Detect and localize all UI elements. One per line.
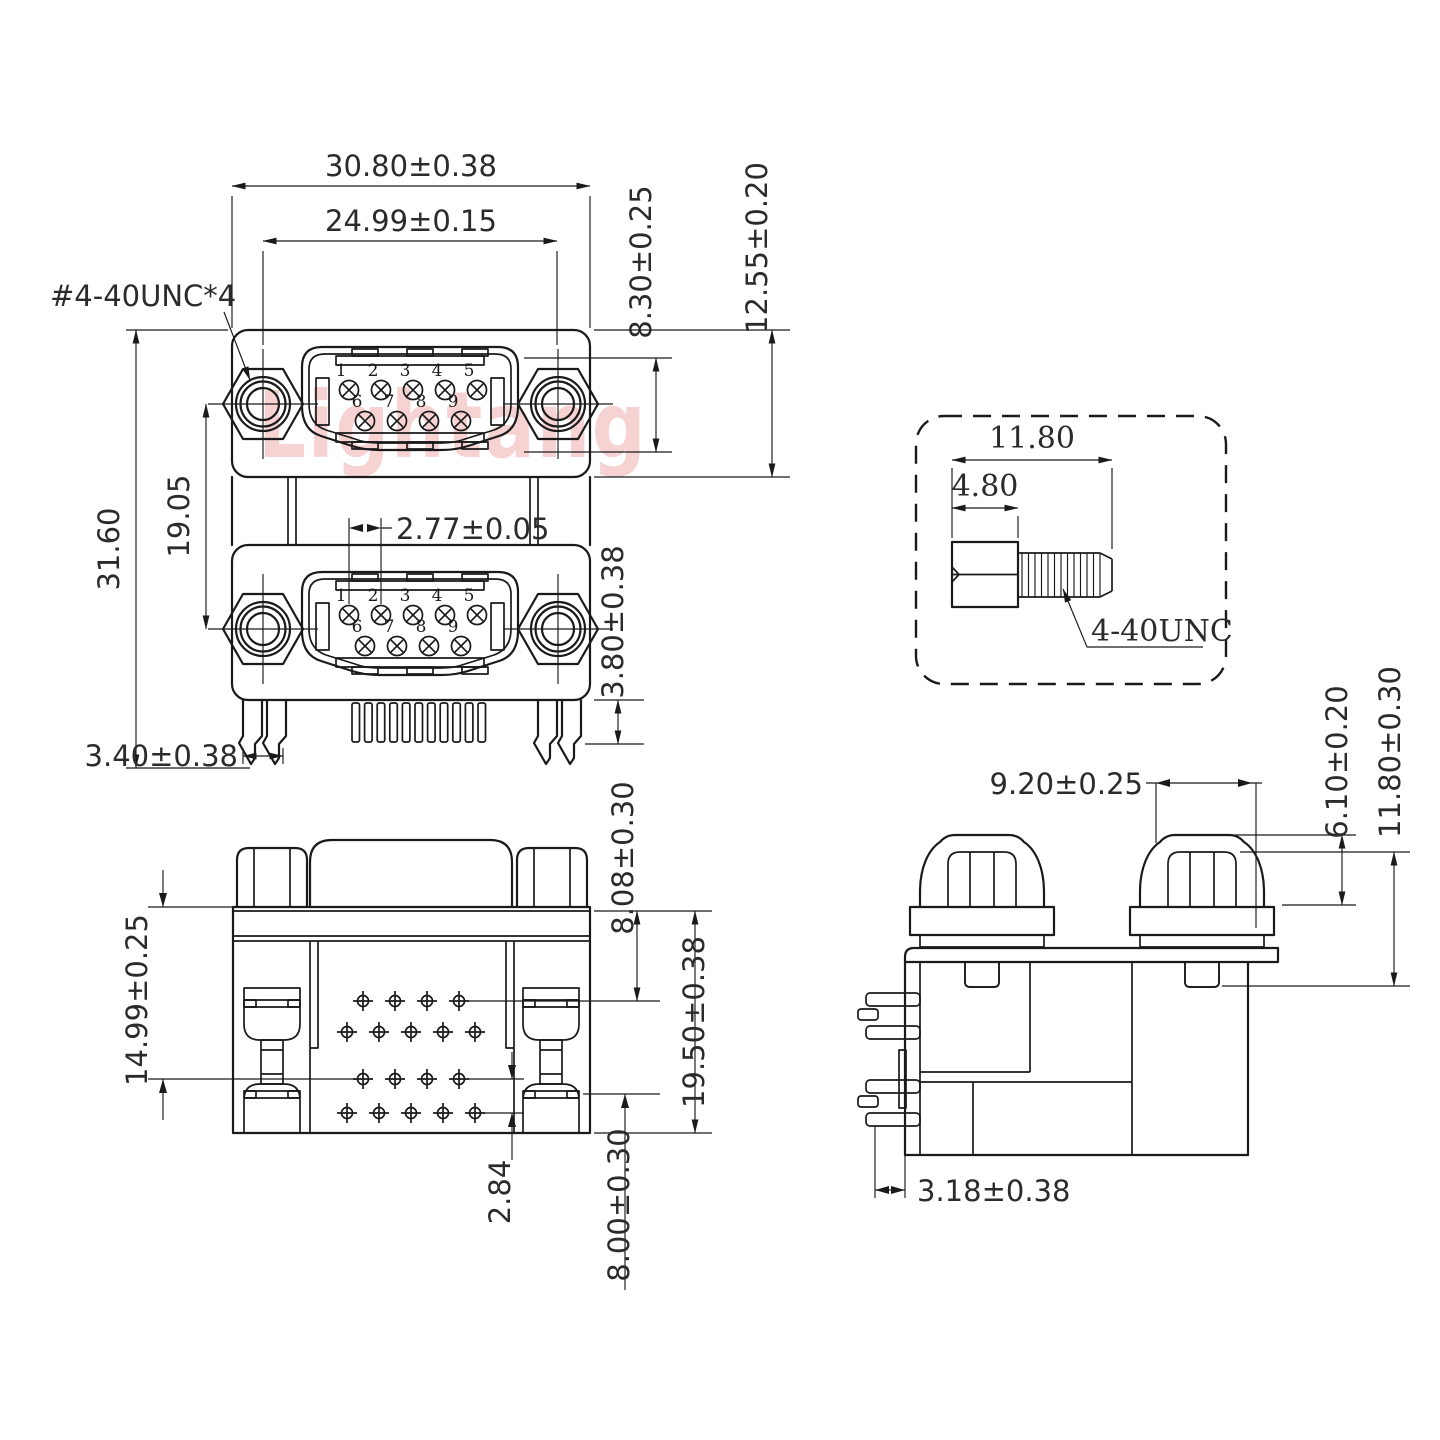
dim-flange-to-row3: 14.99±0.25	[120, 914, 154, 1086]
pin-number: 1	[336, 586, 347, 606]
pin-number: 7	[384, 392, 395, 412]
pin-number: 2	[368, 361, 379, 381]
screw-detail-dimensions: 11.80 4.80 4-40UNC	[951, 421, 1233, 649]
pin-number: 9	[448, 392, 459, 412]
dim-leg-drop: 3.80±0.38	[596, 545, 630, 698]
pin-number: 3	[400, 586, 411, 606]
screw-detail-view: 11.80 4.80 4-40UNC	[914, 414, 1233, 686]
pin-number: 4	[432, 586, 443, 606]
front-view: 1 2 3 4 5 6 7 8 9 1 2 3 4 5 6 7 8 9	[50, 149, 790, 773]
dim-screw-overall-length: 11.80	[989, 421, 1075, 456]
dim-thread-note: #4-40UNC*4	[50, 279, 236, 313]
screw-drawing	[950, 540, 1113, 609]
dim-shell-height: 8.30±0.25	[624, 185, 658, 338]
side-view-body	[898, 833, 1280, 1157]
pin-number: 6	[352, 617, 363, 637]
pin-number: 4	[432, 361, 443, 381]
dim-port-height: 12.55±0.20	[740, 162, 774, 334]
pin-number: 5	[464, 586, 475, 606]
pin-number: 2	[368, 586, 379, 606]
dim-nut-height: 6.10±0.20	[1320, 685, 1354, 838]
thread-spec-label: 4-40UNC	[1091, 614, 1233, 649]
dim-screw-height: 11.80±0.30	[1373, 666, 1407, 838]
dim-overall-width: 30.80±0.38	[325, 149, 497, 183]
front-view-port-bottom	[206, 570, 615, 686]
front-view-legs	[237, 698, 583, 766]
pin-number: 7	[384, 617, 395, 637]
pin-number: 5	[464, 361, 475, 381]
pin-numbers-bottom-port: 1 2 3 4 5 6 7 8 9	[336, 586, 475, 637]
bottom-view: 8.08±0.30 19.50±0.38 14.99±0.25 2.84 8.0…	[120, 781, 712, 1290]
dim-tail-length: 8.00±0.30	[602, 1128, 636, 1281]
front-view-dimensions: 30.80±0.38 24.99±0.15 #4-40UNC*4 31.60 1…	[50, 149, 790, 773]
dim-port-spacing: 19.05	[162, 474, 196, 557]
dim-screw-head-length: 4.80	[952, 469, 1019, 504]
dim-leg-width: 3.40±0.38	[85, 739, 238, 773]
bottom-view-body	[231, 838, 592, 1135]
pin-number: 8	[416, 392, 427, 412]
detail-boundary	[914, 414, 1228, 686]
dim-pin-pitch: 2.77±0.05	[396, 512, 549, 546]
dim-screw-span: 24.99±0.15	[325, 204, 497, 238]
side-view: 9.20±0.25 6.10±0.20 11.80±0.30 3.18±0.38	[857, 666, 1410, 1208]
pin-numbers-top-port: 1 2 3 4 5 6 7 8 9	[336, 361, 475, 412]
pin-number: 9	[448, 617, 459, 637]
bottom-view-pin-grid	[337, 991, 485, 1123]
front-view-port-top	[206, 345, 615, 461]
pin-number: 3	[400, 361, 411, 381]
pin-number: 6	[352, 392, 363, 412]
bottom-view-dimensions: 8.08±0.30 19.50±0.38 14.99±0.25 2.84 8.0…	[120, 781, 712, 1290]
dim-row-spacing: 2.84	[483, 1160, 517, 1225]
side-view-pins	[857, 992, 921, 1127]
dim-standoff-width: 9.20±0.25	[990, 767, 1143, 801]
pin-number: 8	[416, 617, 427, 637]
dim-pin-setback: 3.18±0.38	[917, 1174, 1070, 1208]
pin-number: 1	[336, 361, 347, 381]
dim-flange-to-bottom: 19.50±0.38	[677, 936, 711, 1108]
side-view-dimensions: 9.20±0.25 6.10±0.20 11.80±0.30 3.18±0.38	[874, 666, 1410, 1208]
dim-overall-height: 31.60	[92, 507, 126, 590]
dim-flange-to-row1: 8.08±0.30	[606, 781, 640, 934]
